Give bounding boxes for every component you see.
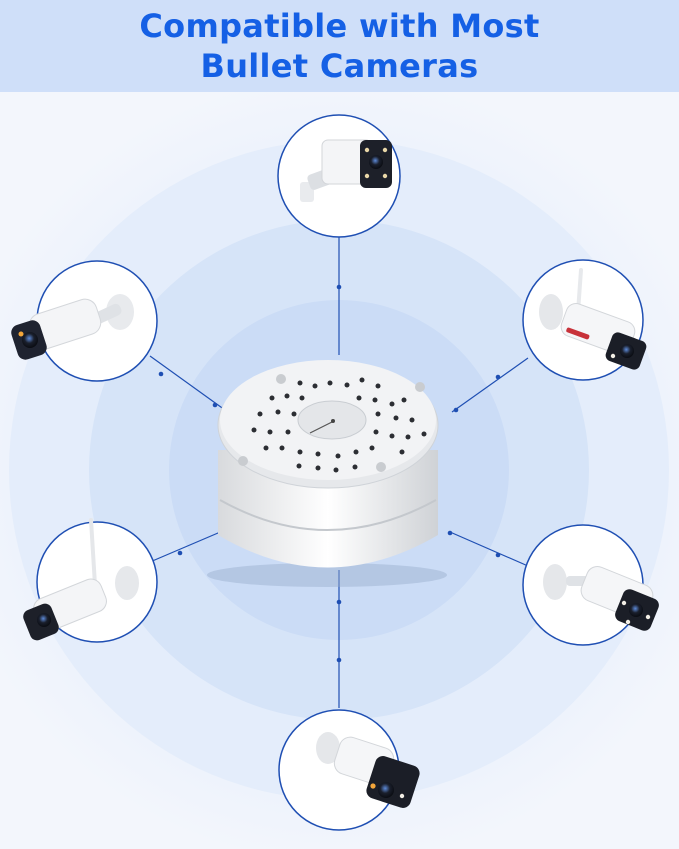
bottom-camera — [278, 709, 420, 831]
connector-lines — [149, 235, 529, 708]
junction-box — [207, 360, 447, 587]
header-banner: Compatible with Most Bullet Cameras — [0, 0, 679, 92]
top-camera — [277, 114, 401, 238]
lower-left-camera — [23, 518, 158, 643]
title-line-1: Compatible with Most — [139, 7, 540, 45]
vent-holes — [251, 377, 427, 473]
upper-left-camera — [11, 260, 158, 382]
lower-right-camera — [522, 524, 659, 646]
product-illustration — [0, 92, 679, 849]
title-line-2: Bullet Cameras — [200, 47, 479, 85]
upper-right-camera — [522, 259, 647, 381]
